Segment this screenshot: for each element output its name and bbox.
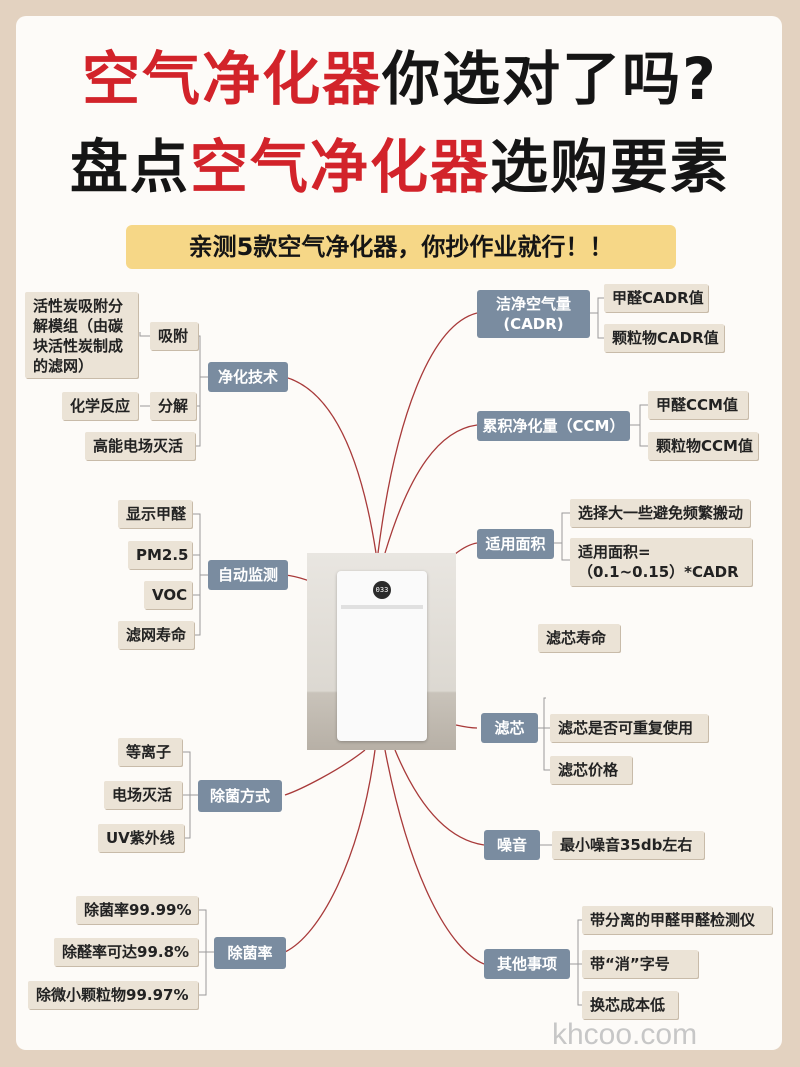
line-center-noise <box>394 749 485 846</box>
hub-other: 其他事项 <box>484 949 570 979</box>
leaf-method-1: 电场灭活 <box>104 781 182 809</box>
purifier-photo: 033 <box>307 553 456 750</box>
leaf-area-1: 适用面积=（0.1~0.15）*CADR <box>570 538 752 586</box>
line-center-other <box>384 749 485 965</box>
poster-card <box>16 16 782 1050</box>
title-line-2: 盘点空气净化器选购要素 <box>0 132 800 202</box>
title-black-2b: 选购要素 <box>490 133 731 201</box>
hub-sterilize-method: 除菌方式 <box>198 780 282 812</box>
purifier-display: 033 <box>373 581 391 599</box>
line-center-purification <box>284 376 377 554</box>
leaf-monitor-2: VOC <box>144 581 192 609</box>
hub-sterilize-rate: 除菌率 <box>214 937 286 969</box>
hub-cadr-line1: 洁净空气量 <box>495 295 571 313</box>
hub-filter: 滤芯 <box>481 713 538 743</box>
hub-purification: 净化技术 <box>208 362 288 392</box>
branch-monitor <box>192 513 208 636</box>
line-center-sterilize-method <box>284 749 366 796</box>
leaf-monitor-3: 滤网寿命 <box>118 621 194 649</box>
watermark: khcoo.com <box>552 1018 698 1051</box>
leaf-filter-2: 滤芯价格 <box>550 756 632 784</box>
branch-ccm <box>630 404 648 447</box>
leaf-chemical: 化学反应 <box>62 392 138 420</box>
line-center-filter <box>455 724 478 729</box>
leaf-method-0: 等离子 <box>118 738 182 766</box>
title-black-2a: 盘点 <box>69 133 190 201</box>
line-center-sterilize-rate <box>284 749 376 953</box>
leaf-cadr-0: 甲醛CADR值 <box>604 284 708 312</box>
line-center-ccm <box>384 424 478 554</box>
hub-noise: 噪音 <box>484 830 540 860</box>
hub-area: 适用面积 <box>477 529 554 559</box>
leaf-rate-1: 除醛率可达99.8% <box>54 938 198 966</box>
title-red-1: 空气净化器 <box>82 45 383 113</box>
leaf-cadr-1: 颗粒物CADR值 <box>604 324 724 352</box>
leaf-other-1: 带“消”字号 <box>582 950 698 978</box>
title-red-2: 空气净化器 <box>189 133 490 201</box>
line-center-cadr <box>377 312 478 554</box>
branch-area <box>554 512 570 561</box>
leaf-field: 高能电场灭活 <box>85 432 195 460</box>
branch-cadr <box>590 297 604 339</box>
purifier-body: 033 <box>337 571 427 741</box>
leaf-monitor-0: 显示甲醛 <box>118 500 192 528</box>
branch-other <box>570 919 582 1006</box>
branch-sterilize-rate <box>198 909 214 996</box>
leaf-rate-0: 除菌率99.99% <box>76 896 198 924</box>
leaf-noise-0: 最小噪音35db左右 <box>552 831 704 859</box>
branch-sterilize-method <box>182 751 198 839</box>
branch-filter <box>538 697 550 771</box>
hub-monitor: 自动监测 <box>208 560 288 590</box>
leaf-other-0: 带分离的甲醛甲醛检测仪 <box>582 906 772 934</box>
leaf-other-2: 换芯成本低 <box>582 991 678 1019</box>
hub-cadr: 洁净空气量 (CADR) <box>477 290 590 338</box>
leaf-filter-1: 滤芯是否可重复使用 <box>550 714 708 742</box>
leaf-decompose: 分解 <box>150 392 196 420</box>
leaf-adsorb-detail: 活性炭吸附分解模组（由碳块活性炭制成的滤网） <box>25 292 138 378</box>
leaf-monitor-1: PM2.5 <box>128 541 192 569</box>
subtitle-banner: 亲测5款空气净化器，你抄作业就行！！ <box>126 225 676 269</box>
hub-cadr-line2: (CADR) <box>503 315 564 333</box>
leaf-method-2: UV紫外线 <box>98 824 184 852</box>
leaf-adsorb: 吸附 <box>150 322 198 350</box>
purifier-vent <box>341 605 423 609</box>
leaf-area-0: 选择大一些避免频繁搬动 <box>570 499 750 527</box>
leaf-ccm-1: 颗粒物CCM值 <box>648 432 758 460</box>
leaf-ccm-0: 甲醛CCM值 <box>648 391 748 419</box>
leaf-filter-0: 滤芯寿命 <box>538 624 620 652</box>
branch-adsorb <box>139 332 150 337</box>
title-line-1: 空气净化器你选对了吗? <box>0 44 800 114</box>
branch-purification <box>190 335 208 447</box>
leaf-rate-2: 除微小颗粒物99.97% <box>28 981 198 1009</box>
title-black-1: 你选对了吗? <box>382 45 718 113</box>
hub-ccm: 累积净化量（CCM） <box>477 411 630 441</box>
